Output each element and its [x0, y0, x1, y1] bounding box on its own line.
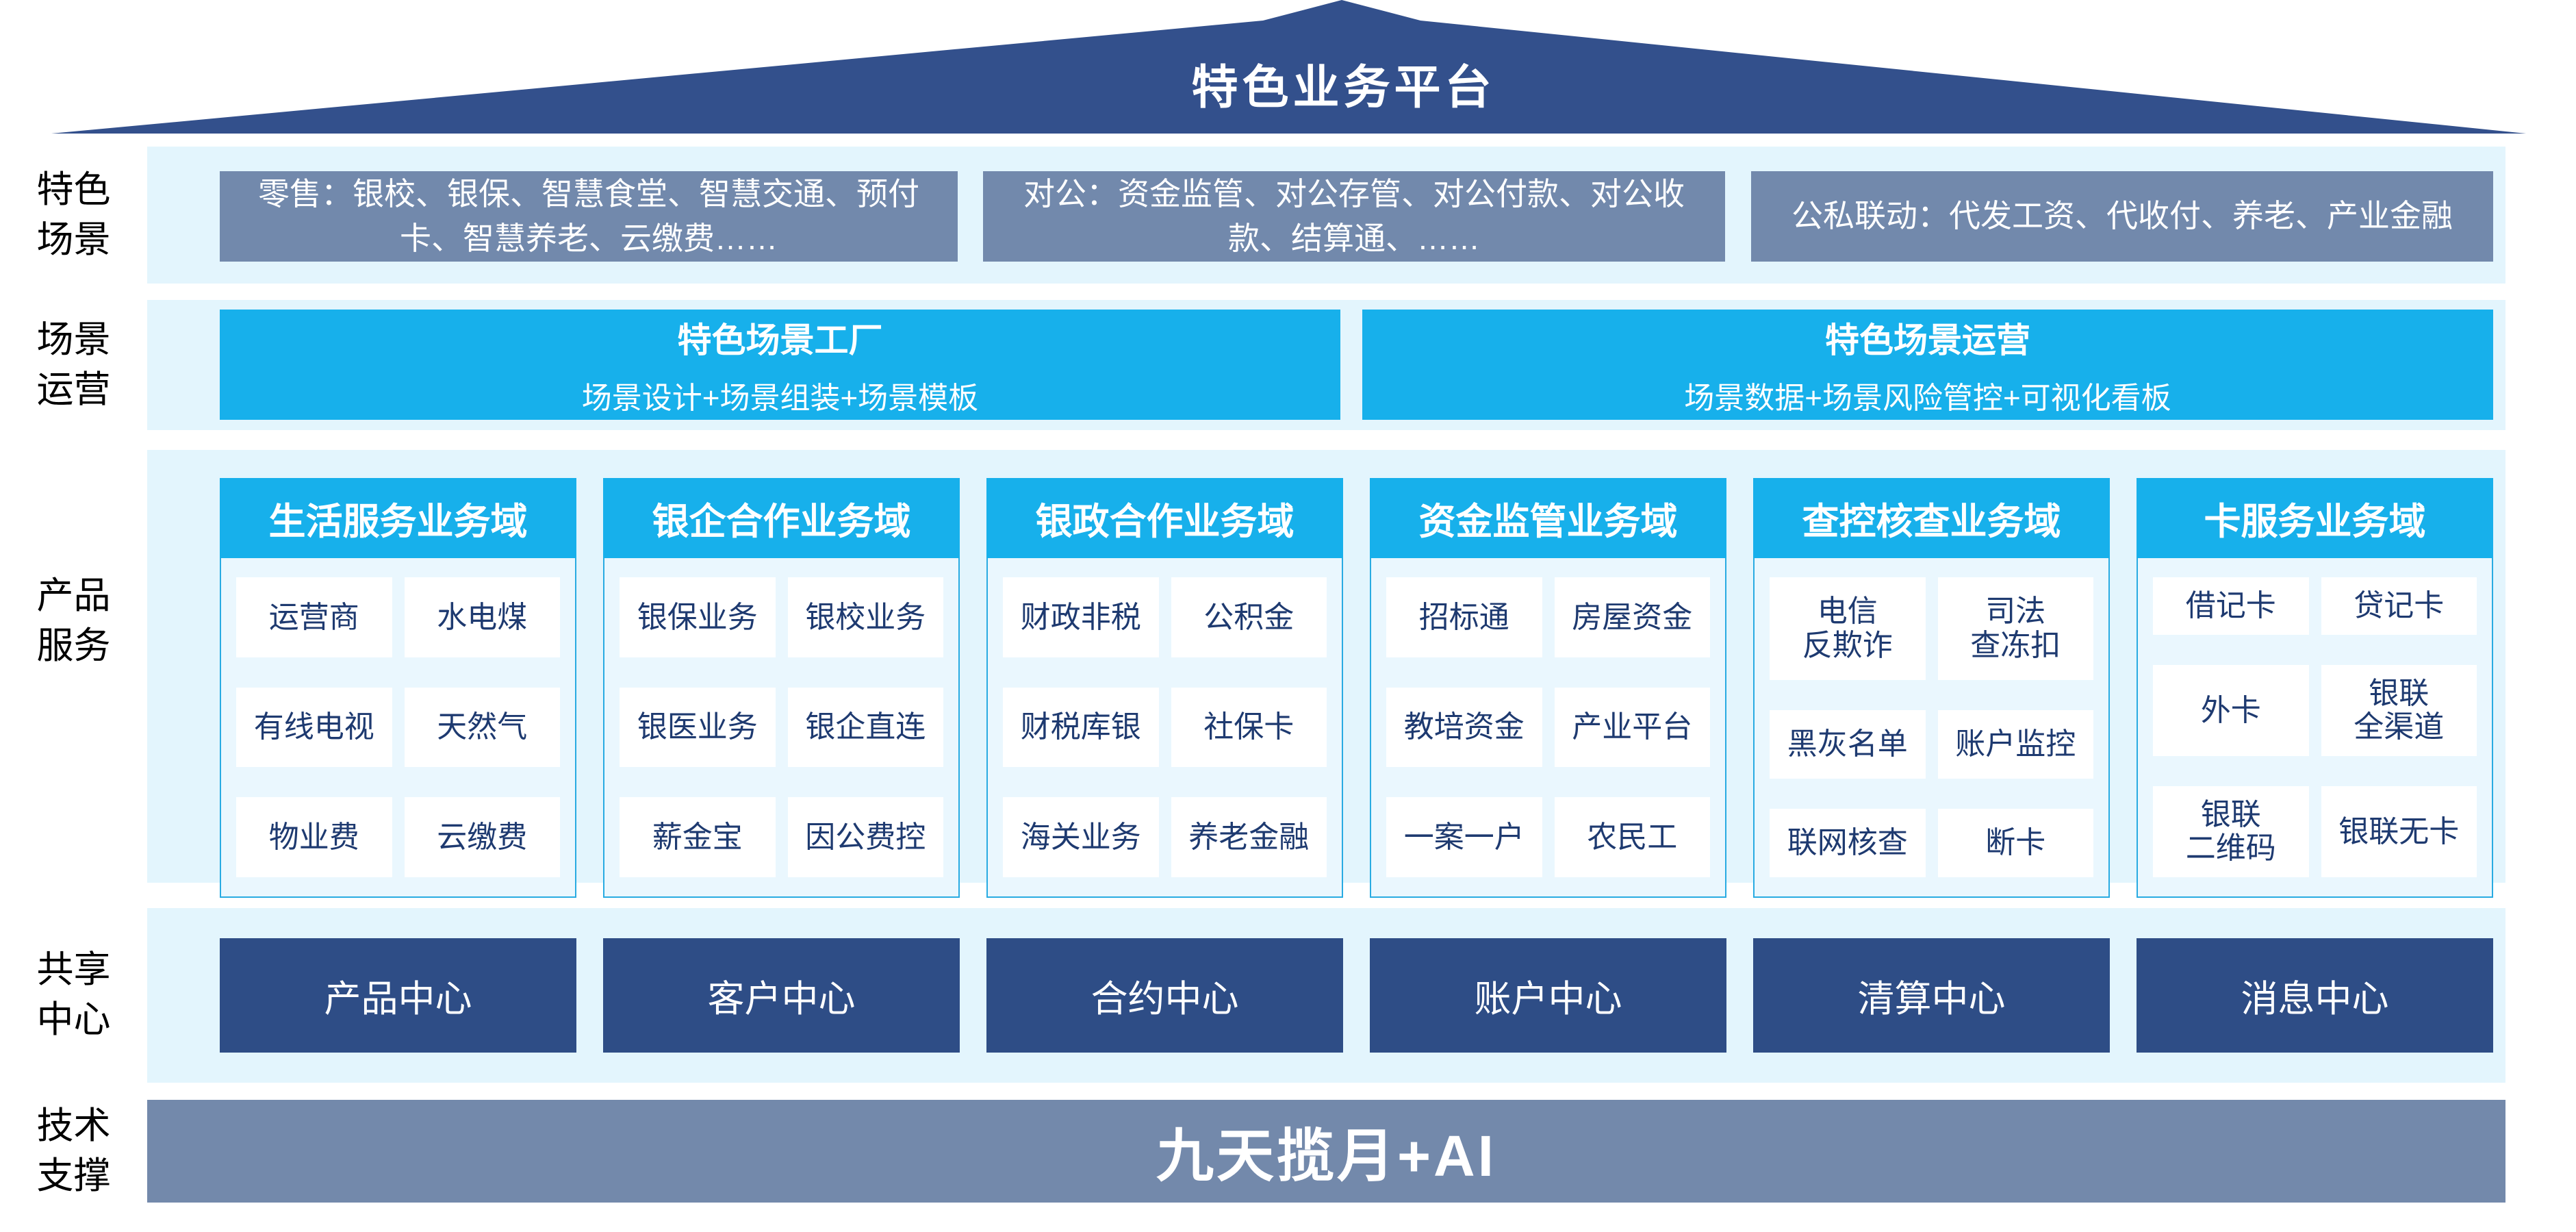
domain-cell: 银医业务: [620, 687, 776, 768]
domain-body: 招标通 房屋资金 教培资金 产业平台 一案一户 农民工: [1370, 558, 1726, 898]
domain-cell: 贷记卡: [2321, 577, 2477, 635]
domain-body: 运营商 水电煤 有线电视 天然气 物业费 云缴费: [220, 558, 576, 898]
scenario-box-retail: 零售：银校、银保、智慧食堂、智慧交通、预付卡、智慧养老、云缴费……: [220, 171, 958, 262]
domain-cell: 借记卡: [2153, 577, 2309, 635]
domain-column-card-services: 卡服务业务域 借记卡 贷记卡 外卡 银联 全渠道 银联 二维码 银联无卡: [2137, 478, 2493, 898]
side-label-operations: 场景 运营: [36, 319, 111, 410]
domain-cell: 账户监控: [1937, 709, 2093, 779]
domain-cell: 薪金宝: [620, 797, 776, 877]
domain-cell: 房屋资金: [1554, 577, 1710, 657]
domain-cell: 联网核查: [1770, 808, 1926, 877]
domain-cell: 教培资金: [1386, 687, 1542, 768]
scenario-box-linkage: 公私联动：代发工资、代收付、养老、产业金融: [1751, 171, 2493, 262]
domain-cell: 银联无卡: [2321, 785, 2477, 877]
domain-cell: 黑灰名单: [1770, 709, 1926, 779]
domain-header: 卡服务业务域: [2137, 478, 2493, 558]
operation-box-title: 特色场景工厂: [677, 320, 883, 360]
scenario-box-corporate: 对公：资金监管、对公存管、对公付款、对公收款、结算通、……: [983, 171, 1725, 262]
domain-body: 借记卡 贷记卡 外卡 银联 全渠道 银联 二维码 银联无卡: [2137, 558, 2493, 898]
side-label-tech: 技术 支撑: [36, 1105, 111, 1196]
domain-cell: 水电煤: [404, 577, 560, 657]
domain-cell: 海关业务: [1003, 797, 1159, 877]
domain-cell: 财税库银: [1003, 687, 1159, 768]
domain-cell: 电信 反欺诈: [1770, 577, 1926, 680]
domain-header: 银政合作业务域: [986, 478, 1343, 558]
domain-body: 电信 反欺诈 司法 查冻扣 黑灰名单 账户监控 联网核查 断卡: [1753, 558, 2110, 898]
domain-cell: 外卡: [2153, 664, 2309, 756]
domain-column-life-services: 生活服务业务域 运营商 水电煤 有线电视 天然气 物业费 云缴费: [220, 478, 576, 898]
domain-cell: 云缴费: [404, 797, 560, 877]
center-box-contract: 合约中心: [986, 938, 1343, 1053]
domain-cell: 司法 查冻扣: [1937, 577, 2093, 680]
domain-cell: 产业平台: [1554, 687, 1710, 768]
domain-cell: 银联 二维码: [2153, 785, 2309, 877]
domain-cell: 有线电视: [236, 687, 392, 768]
side-label-scenarios: 特色 场景: [36, 169, 111, 260]
domain-cell: 招标通: [1386, 577, 1542, 657]
domain-cell: 银校业务: [787, 577, 943, 657]
domain-cell: 养老金融: [1171, 797, 1327, 877]
page-title: 特色业务平台: [1191, 62, 1496, 114]
domain-cell: 物业费: [236, 797, 392, 877]
operation-box-subtitle: 场景数据+场景风险管控+可视化看板: [1684, 381, 2171, 415]
center-box-clearing: 清算中心: [1753, 938, 2110, 1053]
operation-box-title: 特色场景运营: [1825, 320, 2030, 360]
domain-column-fund-supervision: 资金监管业务域 招标通 房屋资金 教培资金 产业平台 一案一户 农民工: [1370, 478, 1726, 898]
domain-cell: 运营商: [236, 577, 392, 657]
domain-header: 银企合作业务域: [603, 478, 960, 558]
domain-cell: 社保卡: [1171, 687, 1327, 768]
domain-cell: 银企直连: [787, 687, 943, 768]
domain-cell: 公积金: [1171, 577, 1327, 657]
domain-cell: 财政非税: [1003, 577, 1159, 657]
domain-column-inspection: 查控核查业务域 电信 反欺诈 司法 查冻扣 黑灰名单 账户监控 联网核查 断卡: [1753, 478, 2110, 898]
domain-cell: 断卡: [1937, 808, 2093, 877]
domain-cell: 银联 全渠道: [2321, 664, 2477, 756]
domain-cell: 一案一户: [1386, 797, 1542, 877]
center-box-account: 账户中心: [1370, 938, 1726, 1053]
center-box-customer: 客户中心: [603, 938, 960, 1053]
domain-header: 查控核查业务域: [1753, 478, 2110, 558]
roof-banner-shape: [51, 0, 2526, 134]
operation-box-factory: 特色场景工厂 场景设计+场景组装+场景模板: [220, 310, 1340, 420]
tech-support-bar: 九天揽月+AI: [147, 1100, 2505, 1203]
operation-box-operation: 特色场景运营 场景数据+场景风险管控+可视化看板: [1362, 310, 2493, 420]
side-label-products: 产品 服务: [36, 575, 111, 666]
domain-cell: 天然气: [404, 687, 560, 768]
domain-header: 资金监管业务域: [1370, 478, 1726, 558]
domain-cell: 银保业务: [620, 577, 776, 657]
domain-body: 银保业务 银校业务 银医业务 银企直连 薪金宝 因公费控: [603, 558, 960, 898]
domain-body: 财政非税 公积金 财税库银 社保卡 海关业务 养老金融: [986, 558, 1343, 898]
domain-cell: 农民工: [1554, 797, 1710, 877]
center-box-message: 消息中心: [2137, 938, 2493, 1053]
operation-box-subtitle: 场景设计+场景组装+场景模板: [581, 381, 979, 415]
center-box-product: 产品中心: [220, 938, 576, 1053]
domain-column-bank-government: 银政合作业务域 财政非税 公积金 财税库银 社保卡 海关业务 养老金融: [986, 478, 1343, 898]
domain-header: 生活服务业务域: [220, 478, 576, 558]
domain-cell: 因公费控: [787, 797, 943, 877]
side-label-centers: 共享 中心: [36, 949, 111, 1040]
domain-column-bank-enterprise: 银企合作业务域 银保业务 银校业务 银医业务 银企直连 薪金宝 因公费控: [603, 478, 960, 898]
